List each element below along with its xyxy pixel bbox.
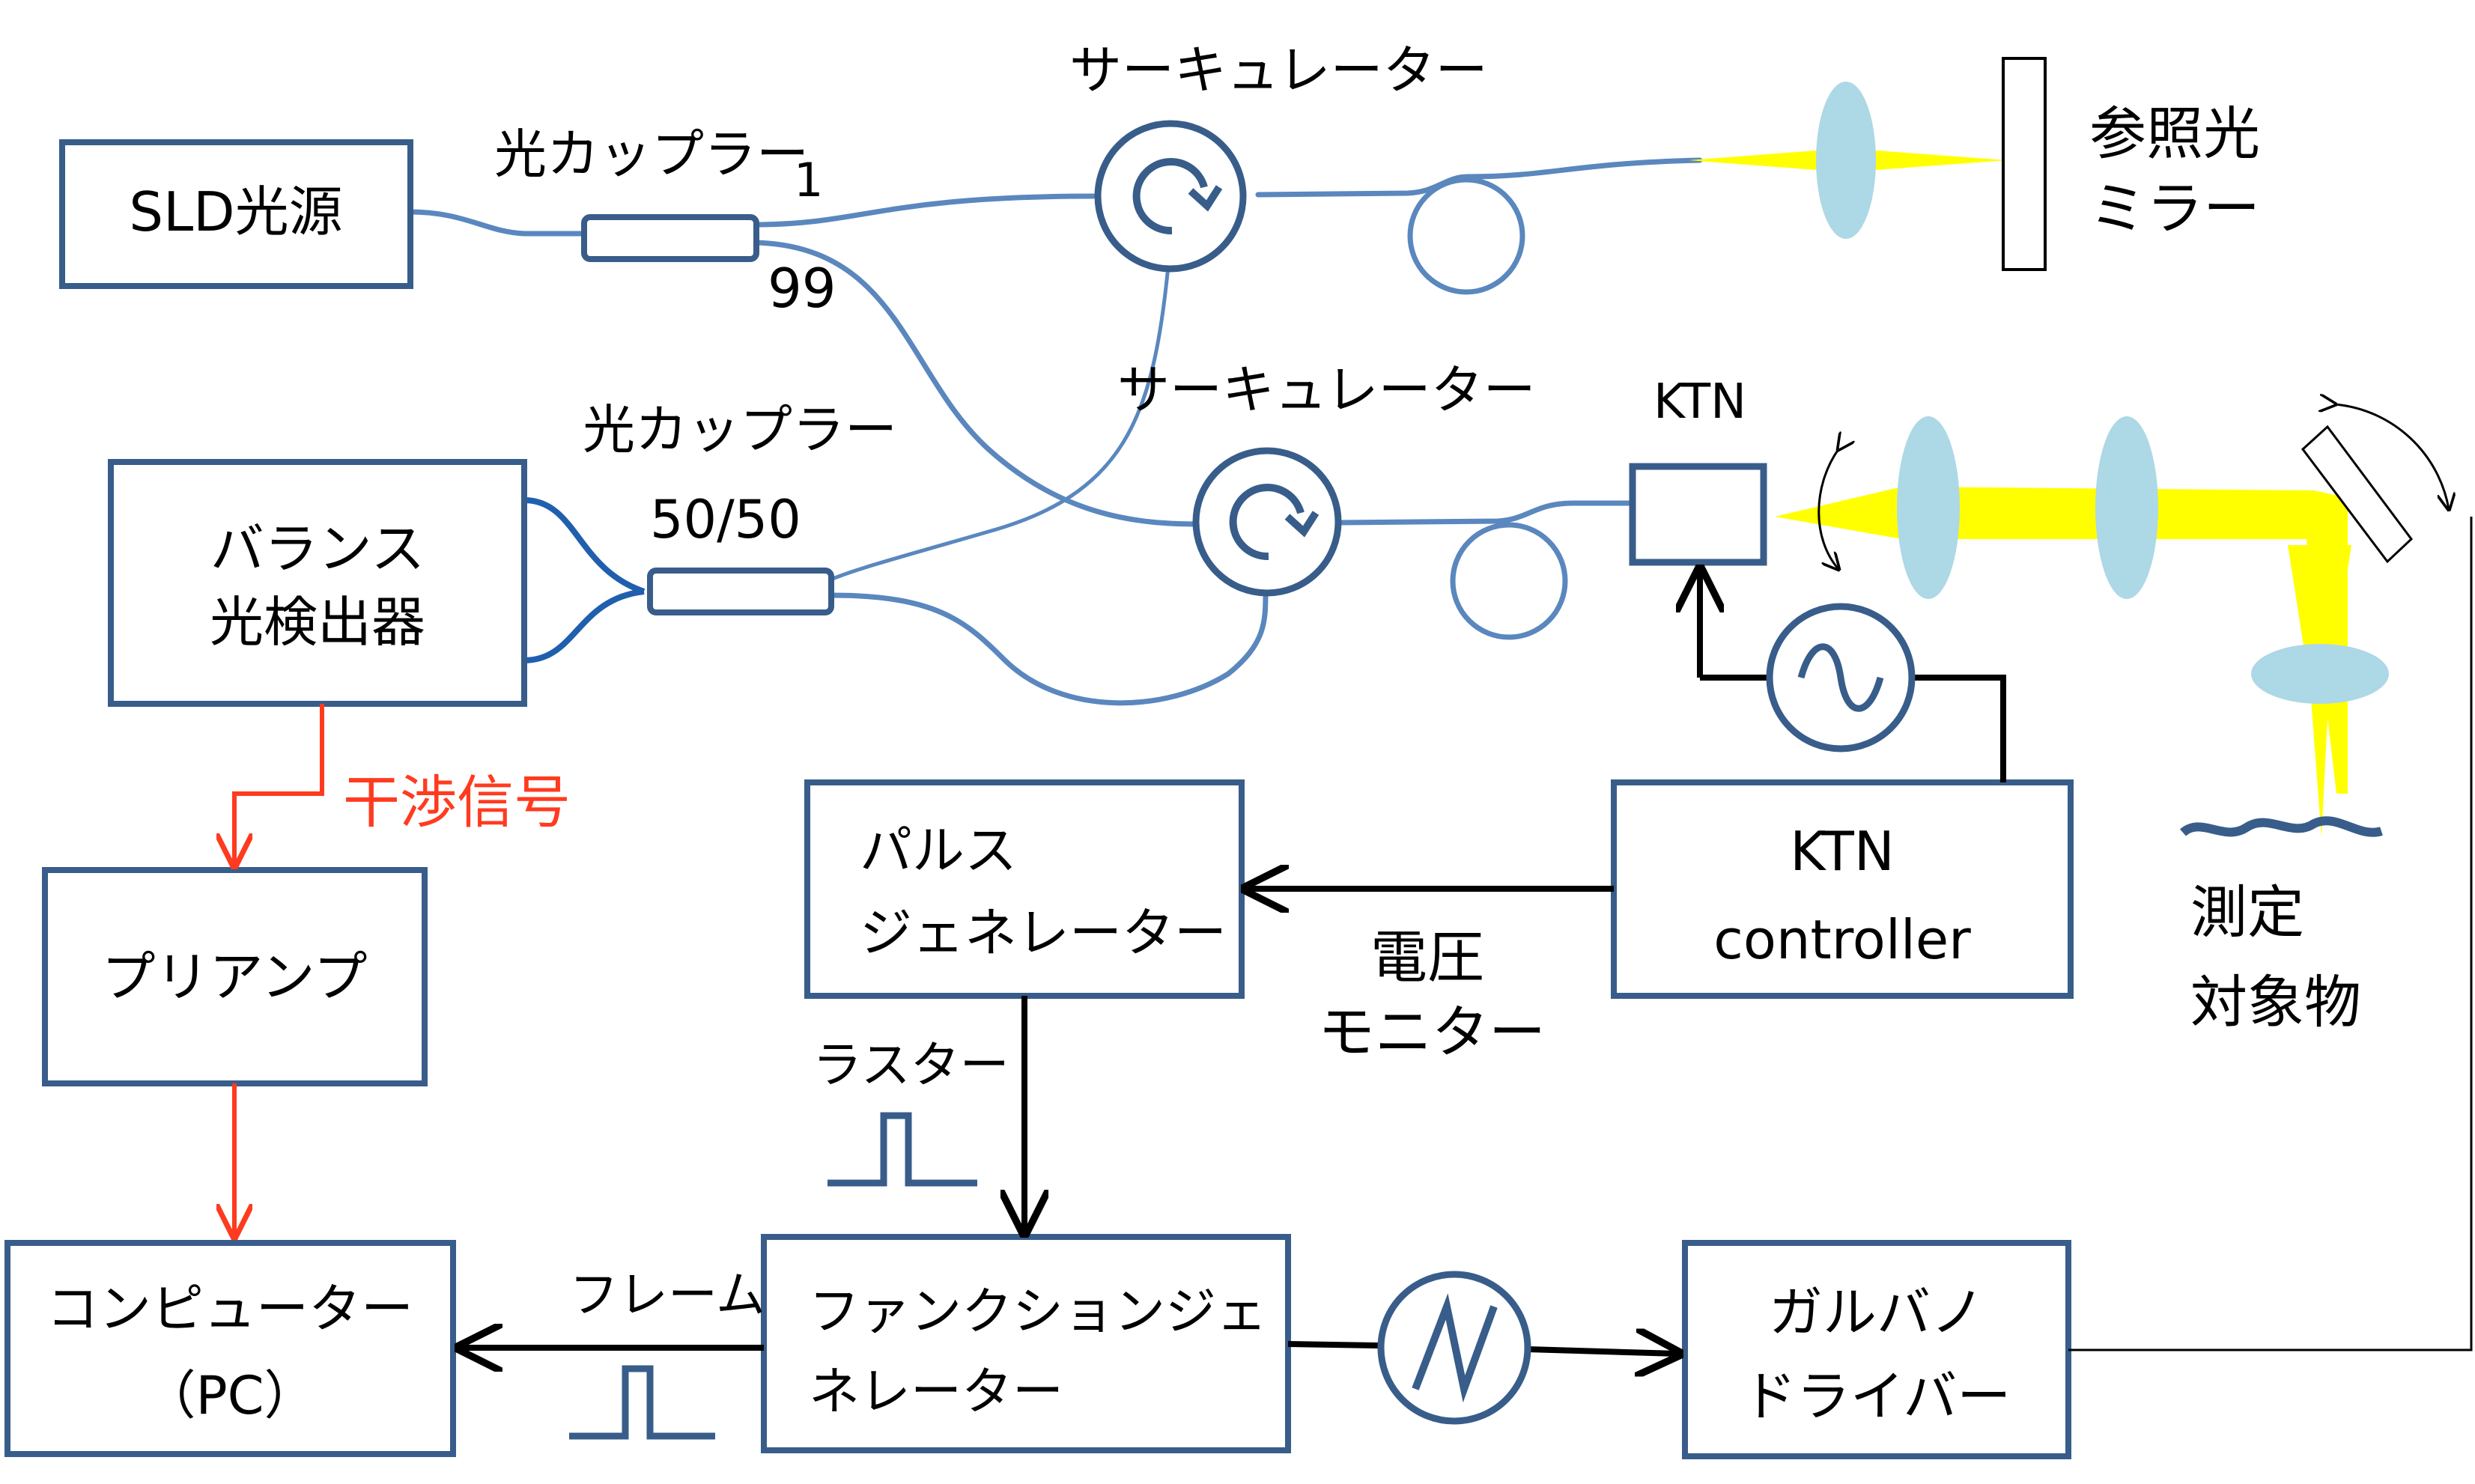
coupler-1: 光カップラー 1 99 — [494, 124, 836, 320]
sample-arm: KTN 測定 対象物 — [1629, 374, 2449, 1036]
coupler-2-label: 光カップラー — [583, 399, 897, 460]
pulse-generator-box: パルス ジェネレーター — [804, 779, 1245, 999]
sld-source-box: SLD光源 — [59, 139, 413, 289]
reference-mirror-label-1: 参照光 — [2089, 100, 2260, 167]
balanced-detector-label-2: 光検出器 — [210, 591, 425, 654]
frame-label: フレーム — [569, 1266, 765, 1324]
sample-label-1: 測定 — [2190, 879, 2304, 946]
circulator-icon — [1229, 484, 1320, 561]
circulator-1-label: サーキュレーター — [1069, 40, 1488, 101]
coupler-1-label: 光カップラー — [494, 124, 809, 185]
interference-signal-label: 干渉信号 — [343, 769, 571, 836]
circulator-2: サーキュレーター — [1117, 359, 1536, 597]
reference-mirror-label-2: ミラー — [2089, 175, 2260, 242]
circulator-2-label: サーキュレーター — [1117, 359, 1536, 421]
pulse-icon — [827, 1112, 977, 1187]
ktn-controller-label-2: controller — [1713, 908, 1971, 971]
balanced-detector-label-1: バランス — [210, 517, 425, 580]
sample-surface — [2180, 816, 2383, 837]
function-generator-box: ファンクションジェ ネレーター — [761, 1234, 1291, 1453]
voltage-monitor-label-1: 電圧 — [1370, 924, 1484, 991]
ktn-crystal — [1629, 463, 1767, 566]
interference-signal-path: 干渉信号 — [234, 704, 571, 1235]
function-generator-label-1: ファンクションジェ — [809, 1283, 1267, 1342]
reference-arm: 参照光 ミラー — [1689, 57, 2260, 271]
sine-wave-icon — [1766, 603, 1916, 752]
pulse-icon — [569, 1365, 715, 1440]
function-generator-label-2: ネレーター — [809, 1363, 1063, 1422]
pulse-generator-label-1: パルス — [860, 820, 1017, 881]
circulator-icon — [1132, 158, 1223, 235]
triangle-wave-icon — [1377, 1271, 1531, 1425]
galvo-driver-box: ガルバノ ドライバー — [1682, 1240, 2071, 1459]
coupler-2-ratio: 50/50 — [650, 489, 801, 550]
pulse-generator-label-2: ジェネレーター — [860, 902, 1227, 964]
preamp-box: プリアンプ — [42, 867, 428, 1086]
sld-source-label: SLD光源 — [129, 180, 342, 243]
computer-label-2: （PC） — [143, 1365, 316, 1426]
sample-label-2: 対象物 — [2190, 969, 2361, 1036]
coupler-2: 光カップラー 50/50 — [583, 399, 897, 615]
fiber-paths — [407, 157, 1703, 706]
ktn-controller-box: KTN controller — [1611, 779, 2074, 999]
reference-mirror — [2002, 57, 2047, 271]
ktn-label: KTN — [1653, 374, 1746, 430]
scan-arrow-icon — [1817, 404, 2449, 569]
computer-box: コンピューター （PC） — [4, 1240, 456, 1457]
balanced-detector-box: バランス 光検出器 — [108, 459, 527, 707]
control-wires — [461, 517, 2473, 1354]
preamp-label: プリアンプ — [102, 946, 368, 1009]
voltage-monitor-label-2: モニター — [1318, 999, 1546, 1065]
computer-label-1: コンピューター — [46, 1278, 413, 1339]
galvo-driver-label-1: ガルバノ — [1769, 1281, 1984, 1344]
galvo-driver-label-2: ドライバー — [1743, 1365, 2011, 1428]
coupler-1-port-99: 99 — [768, 257, 836, 320]
circulator-1: サーキュレーター — [1069, 40, 1488, 273]
coupler-1-port-1: 1 — [794, 153, 823, 207]
raster-label: ラスター — [813, 1036, 1009, 1094]
ktn-controller-label-1: KTN — [1790, 820, 1894, 883]
